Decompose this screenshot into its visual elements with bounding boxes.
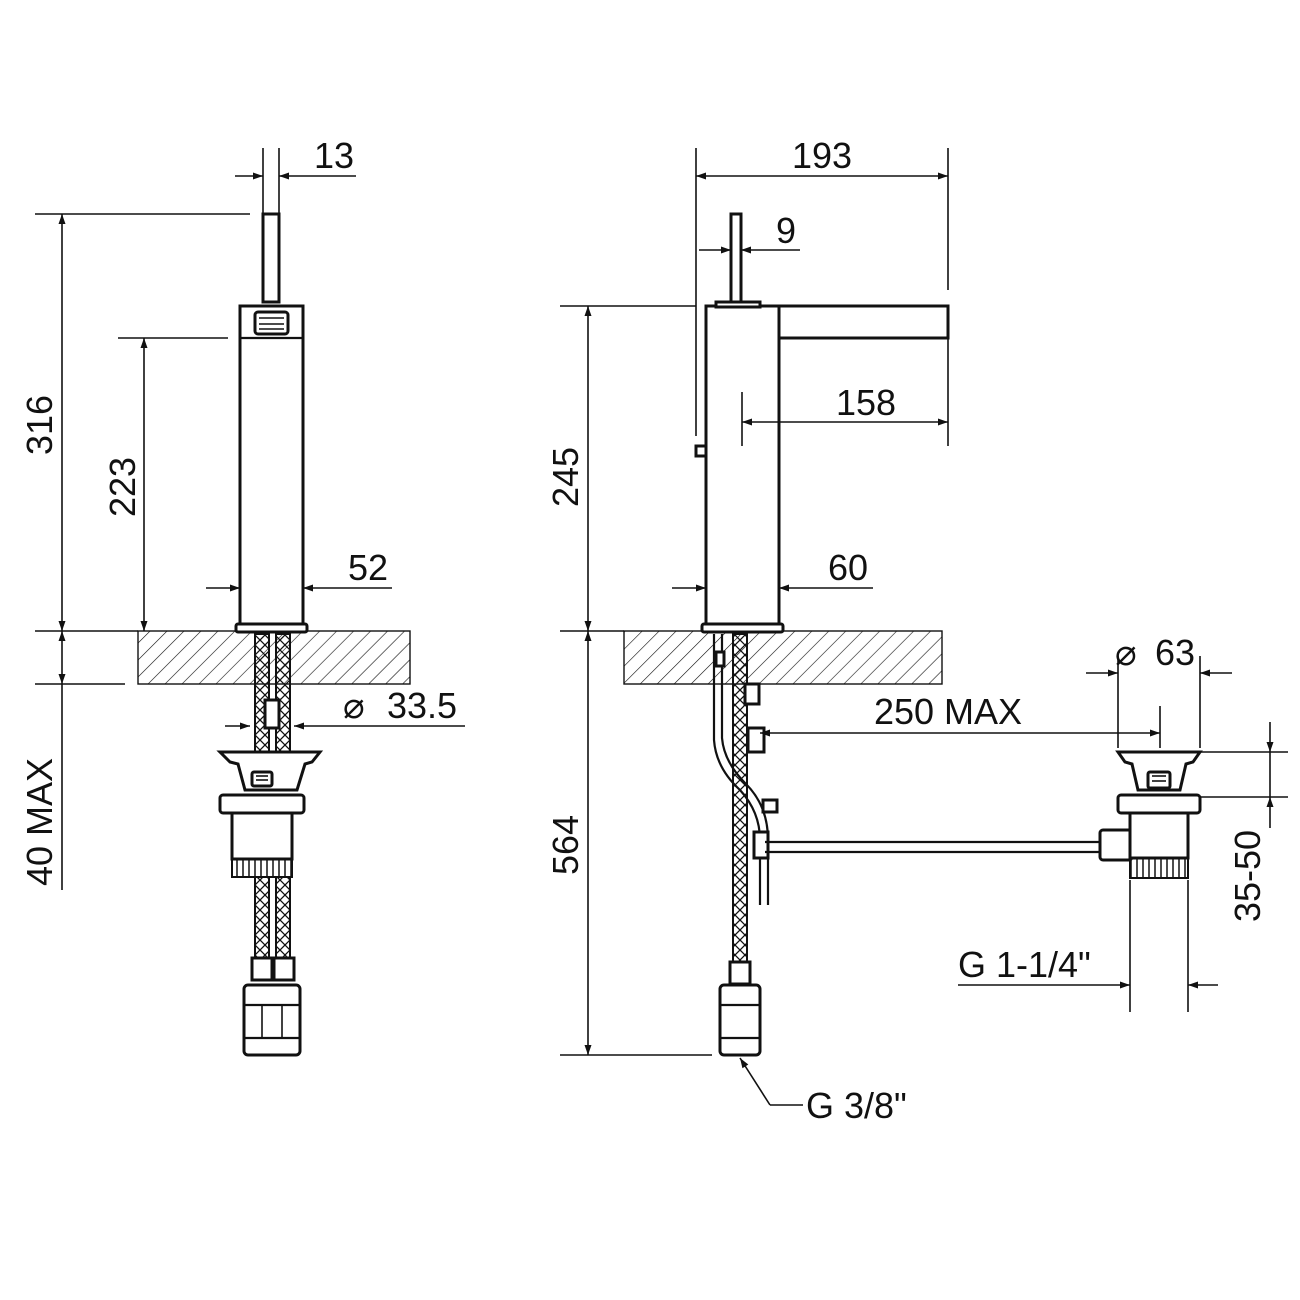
side-deck-section	[623, 630, 943, 685]
front-supply-connector	[242, 983, 302, 1057]
front-body	[238, 304, 305, 626]
dim-hole-diameter: 33.5	[387, 685, 457, 726]
side-dimensions: 193 9 245 158 60 564 ⌀ 63	[545, 135, 1288, 1126]
side-waste-thread	[1129, 857, 1189, 879]
front-view	[137, 212, 411, 1057]
dim-deck-thickness: 40 MAX	[19, 758, 60, 886]
front-waste-thread	[231, 858, 293, 878]
dim-waste-thread: G 1-1/4"	[958, 944, 1091, 985]
dim-hose-length: 564	[545, 815, 586, 875]
dim-supply-thread: G 3/8"	[806, 1085, 907, 1126]
dim-body-width-side: 60	[828, 547, 868, 588]
dim-total-height: 316	[19, 395, 60, 455]
dim-waste-diameter-symbol: ⌀	[1115, 632, 1137, 673]
side-rod-connector	[1098, 828, 1134, 862]
side-waste-nut	[1116, 793, 1202, 815]
dim-rod-length: 250 MAX	[874, 691, 1022, 732]
front-cartridge-slot	[253, 310, 290, 336]
side-body	[704, 304, 781, 626]
dim-waste-range: 35-50	[1227, 830, 1268, 922]
dim-handle-width: 13	[314, 135, 354, 176]
side-spout	[777, 304, 950, 340]
dim-spout-projection: 158	[836, 382, 896, 423]
front-hose-right	[275, 633, 291, 755]
dim-body-width-front: 52	[348, 547, 388, 588]
side-view	[623, 212, 1203, 1057]
dim-overall-depth: 193	[792, 135, 852, 176]
dim-body-height-side: 245	[545, 447, 586, 507]
side-popup-knob	[694, 444, 708, 458]
side-supply-connector	[718, 983, 762, 1057]
front-handle-rod	[261, 212, 281, 304]
dim-waste-diameter: 63	[1155, 632, 1195, 673]
dim-spout-height: 223	[102, 457, 143, 517]
side-handle-rod	[729, 212, 743, 304]
front-hose-left	[254, 633, 270, 755]
dim-hole-diameter-symbol: ⌀	[343, 685, 365, 726]
dim-handle-depth: 9	[776, 210, 796, 251]
front-dimensions: 13 316 223 40 MAX 52 ⌀ 33.5	[19, 135, 465, 890]
front-waste-nut	[218, 793, 306, 815]
front-deck-section	[137, 630, 411, 685]
